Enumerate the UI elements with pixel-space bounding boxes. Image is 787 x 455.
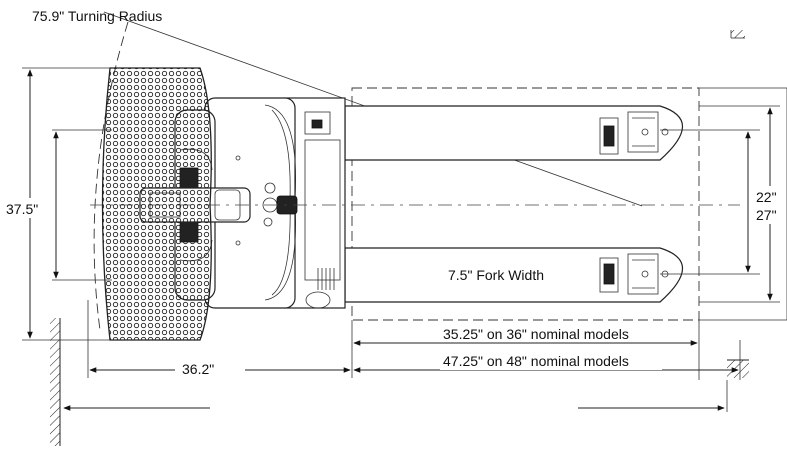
wall-hatch-top-right: [730, 30, 745, 39]
pallet-outline: [351, 87, 787, 321]
fork-upper: [344, 105, 684, 161]
wall-hatch-left: [50, 318, 61, 446]
dim-head-length: 36.2": [87, 300, 353, 378]
dim-overall-width: 37.5": [2, 67, 110, 341]
label-fork-length-36: 35.25" on 36" nominal models: [443, 326, 629, 342]
battery-vents: [317, 268, 335, 290]
dim-fork-spread: 22" 27": [660, 105, 784, 303]
label-overall-width: 37.5": [6, 201, 38, 217]
dim-fork-length-36: 35.25" on 36" nominal models: [353, 320, 700, 380]
dim-aisle-length: [63, 380, 728, 412]
label-fork-length-48: 47.25" on 48" nominal models: [443, 353, 629, 369]
label-outer-fork-spread: 27": [756, 207, 777, 223]
dim-platform-inner: [52, 129, 112, 281]
operator-platform: [101, 67, 212, 341]
label-inner-fork-spread: 22": [756, 189, 777, 205]
dim-fork-length-48: 47.25" on 48" nominal models: [353, 340, 741, 380]
label-head-length: 36.2": [182, 361, 214, 377]
label-turning-radius: 75.9" Turning Radius: [32, 8, 162, 24]
label-fork-width: 7.5" Fork Width: [448, 267, 544, 283]
wall-hatch-bottom-right: [727, 359, 749, 378]
fork-lower: [344, 247, 684, 303]
